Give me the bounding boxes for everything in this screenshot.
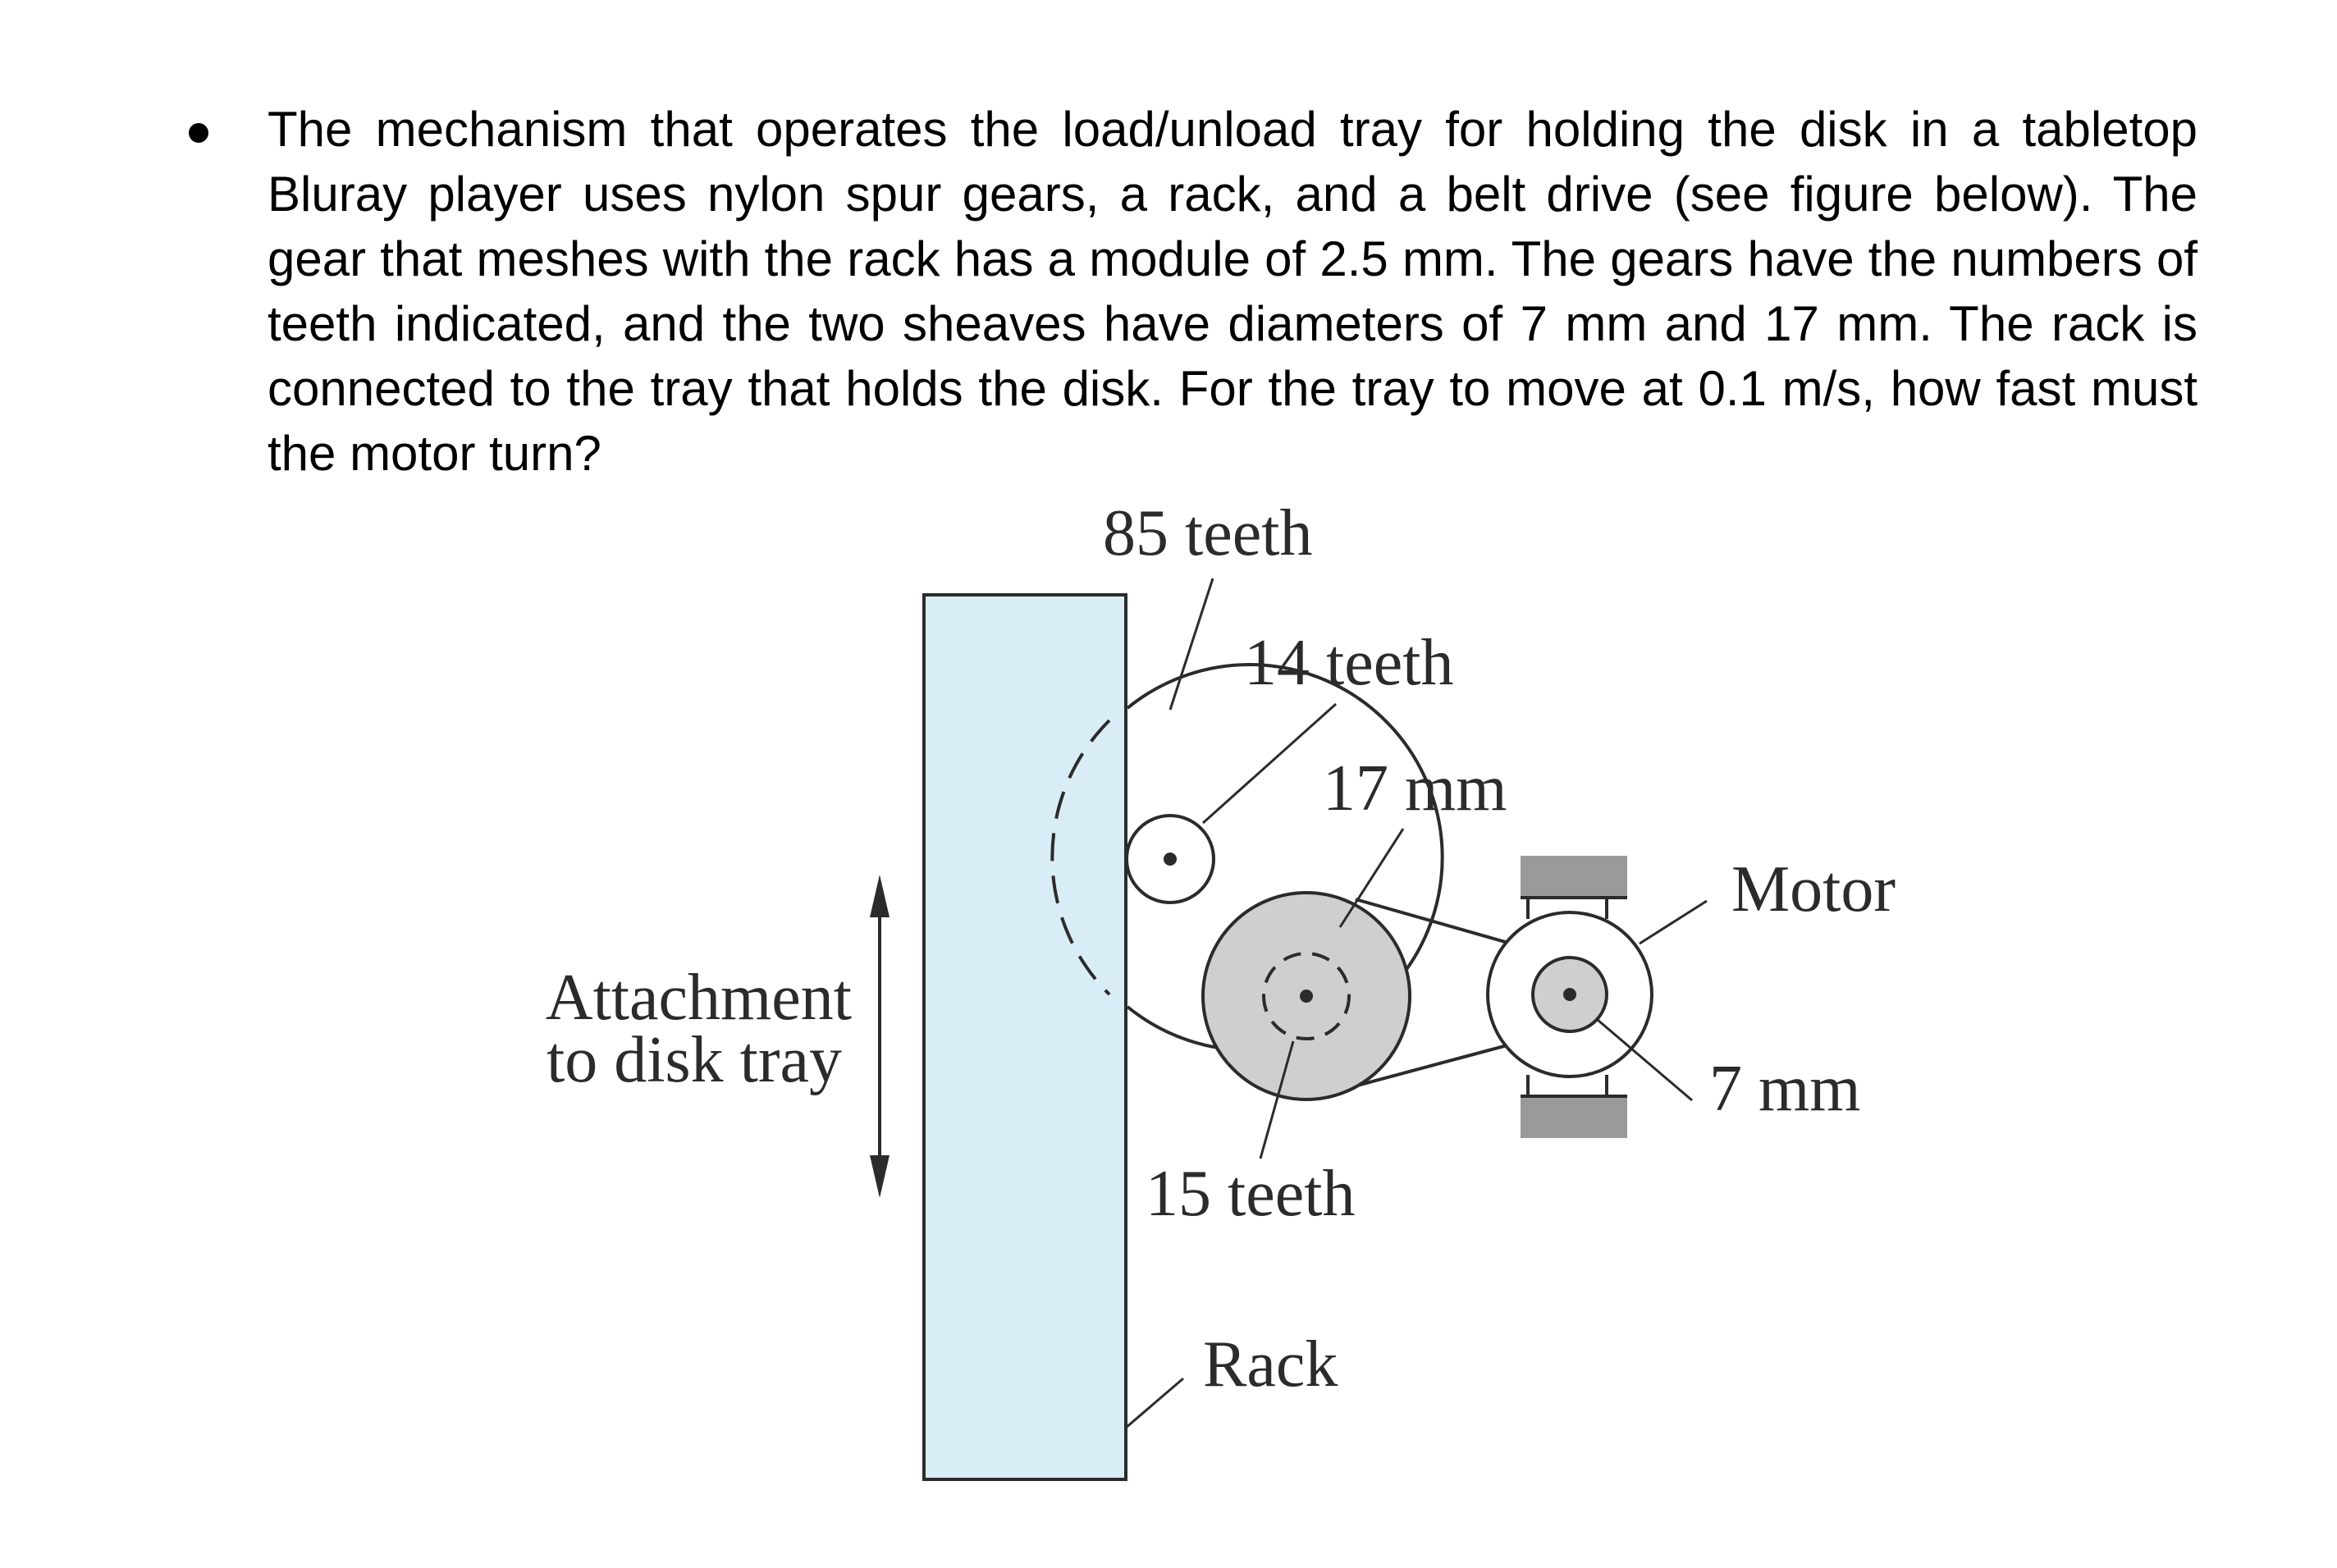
- label-attachment-line2: to disk tray: [547, 1024, 842, 1096]
- problem-text: The mechanism that operates the load/unl…: [268, 102, 2198, 481]
- leader-15-teeth: [1259, 1040, 1295, 1159]
- motor-mount-top: [1521, 856, 1627, 896]
- travel-arrow-head-down: [870, 1155, 890, 1198]
- label-motor: Motor: [1731, 853, 1896, 926]
- gear-15-teeth: [1262, 952, 1351, 1040]
- leader-rack: [1125, 1377, 1184, 1429]
- leader-85-teeth: [1168, 578, 1214, 711]
- leader-motor: [1639, 899, 1708, 945]
- gear-14-shaft: [1164, 853, 1177, 866]
- leader-14-teeth: [1201, 702, 1338, 825]
- sheave-17-shaft: [1300, 990, 1313, 1003]
- bullet-point: [189, 123, 208, 143]
- label-15-teeth: 15 teeth: [1146, 1158, 1355, 1230]
- label-17-mm: 17 mm: [1323, 752, 1507, 825]
- motor-mount-bottom: [1521, 1098, 1627, 1138]
- label-85-teeth: 85 teeth: [1103, 497, 1312, 569]
- leader-17-mm: [1338, 828, 1405, 928]
- travel-arrow-head-up: [870, 875, 890, 917]
- motor-shaft: [1563, 988, 1576, 1001]
- label-rack: Rack: [1203, 1328, 1338, 1401]
- label-attachment-line1: Attachment: [546, 962, 852, 1034]
- gear-85-teeth-hidden-edge: [1050, 719, 1111, 996]
- rack: [922, 593, 1127, 1481]
- label-7-mm: 7 mm: [1709, 1053, 1860, 1125]
- label-14-teeth: 14 teeth: [1244, 627, 1453, 699]
- leader-7-mm: [1597, 1018, 1693, 1102]
